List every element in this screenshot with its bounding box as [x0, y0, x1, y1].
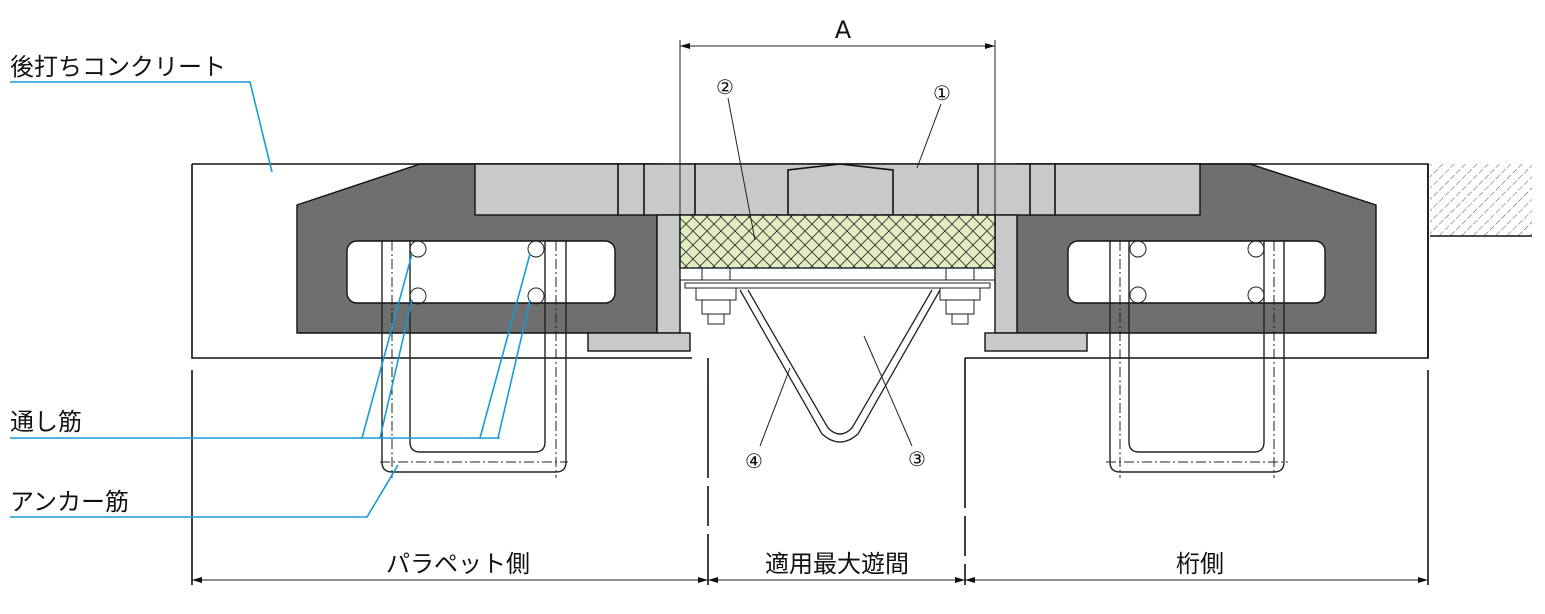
rubber-seal: [679, 214, 996, 269]
left-base-plate: [587, 332, 691, 352]
v-drain-trough: [739, 289, 941, 443]
girder-side-label: 桁側: [1176, 550, 1224, 578]
concrete-outline: [191, 163, 1429, 585]
callout-2: ②: [716, 75, 734, 99]
through-bar-label: 通し筋: [10, 408, 82, 436]
bolts-and-flange: [679, 267, 996, 325]
max-gap-label: 適用最大遊間: [765, 550, 909, 578]
parapet-side-label: パラペット側: [386, 550, 530, 578]
existing-structure-hatch: [1430, 164, 1532, 236]
rebars: [380, 240, 1288, 478]
dimension-a: A: [679, 16, 996, 215]
callout-1: ①: [933, 81, 951, 105]
right-base-plate: [984, 332, 1088, 352]
dimension-a-label: A: [835, 16, 852, 44]
post-concrete-label: 後打ちコンクリート: [10, 53, 226, 81]
anchor-bar-label: アンカー筋: [10, 488, 129, 516]
leader-lines: [10, 81, 531, 518]
left-block-opening: [346, 240, 616, 304]
callout-3: ③: [908, 447, 926, 471]
right-block-opening: [1067, 240, 1326, 304]
top-plate: [474, 163, 1201, 216]
bottom-dimensions: [192, 577, 1428, 583]
callout-4: ④: [745, 449, 763, 473]
